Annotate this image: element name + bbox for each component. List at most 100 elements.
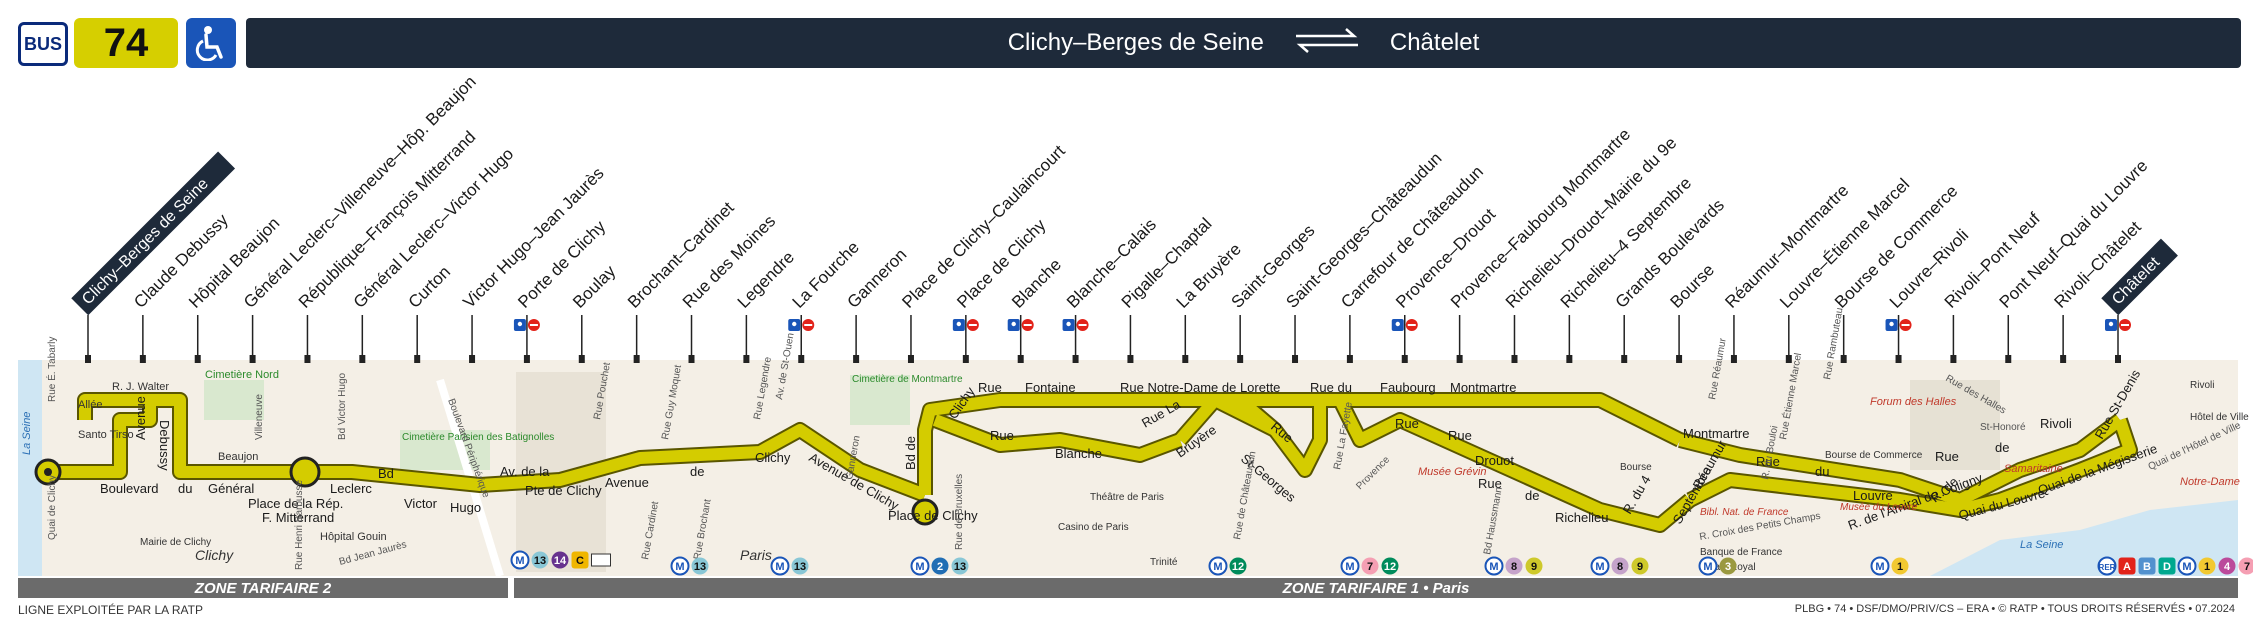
place-label: Bourse de Commerce — [1825, 450, 1923, 461]
terminus-label-bg — [71, 151, 236, 316]
terminus-label-text: Châtelet — [2109, 254, 2164, 309]
place-label: Samaritaine — [2004, 463, 2063, 475]
connection-badge-bg — [2118, 557, 2136, 575]
connection-badge-bg — [1505, 557, 1523, 575]
street-label: Drouot — [1475, 453, 1514, 468]
stop-marker — [1237, 355, 1244, 363]
no-entry-bar — [804, 324, 813, 326]
connection-badge-bg — [2198, 557, 2216, 575]
line-number-badge: 74 — [74, 18, 178, 68]
connection-badge-13: 13 — [791, 557, 809, 575]
connection-badge-bg — [591, 553, 611, 567]
connection-badge-bg — [791, 557, 809, 575]
halles-area — [1910, 380, 2000, 470]
credits: PLBG • 74 • DSF/DMO/PRIV/CS – ERA • © RA… — [1794, 603, 2235, 615]
wheelchair-icon-glyph — [2108, 321, 2114, 327]
stop-marker — [1621, 355, 1628, 363]
connection-badge-4: 4 — [2218, 557, 2236, 575]
street-label: Général — [208, 481, 254, 496]
stop-marker — [1566, 355, 1573, 363]
street-label: Louvre — [1853, 488, 1893, 503]
street-label: Blanche — [1055, 446, 1102, 461]
connection-badge-bg — [931, 557, 949, 575]
connection-badge-bg — [670, 556, 690, 576]
connection-badge-m: M — [2177, 556, 2197, 576]
connection-badge-8: 8 — [1611, 557, 1629, 575]
street-label: F. Mitterrand — [262, 510, 334, 525]
connection-badge-13: 13 — [691, 557, 709, 575]
connection-badge-bg — [1719, 557, 1737, 575]
connection-badge-text: 9 — [1637, 561, 1643, 573]
wheelchair-icon — [1391, 319, 1418, 331]
stop-label: Rue des Moines — [679, 212, 779, 312]
stop-marker — [907, 355, 914, 363]
connection-badge-bg — [770, 556, 790, 576]
connection-badge-text: M — [675, 561, 684, 573]
connection-badge-text: B — [2143, 561, 2151, 573]
wheelchair-icon-glyph — [1395, 321, 1400, 327]
street-label: Rue du — [1310, 380, 1352, 395]
route-fill — [45, 394, 928, 501]
wheelchair-icon-glyph — [1066, 321, 1071, 327]
connection-badge-bg — [531, 551, 549, 569]
street-label: Place de Clichy — [888, 508, 978, 523]
connection-badge-m: M — [1340, 556, 1360, 576]
stop-marker — [1895, 355, 1902, 363]
route-fill — [932, 414, 1183, 461]
place-de-clichy-circle — [911, 498, 939, 526]
street-label: Rue — [978, 380, 1002, 395]
connection-badge-1: 1 — [1891, 557, 1909, 575]
street-label: Rue Notre-Dame de Lorette — [1120, 380, 1280, 395]
no-entry-bar — [1407, 324, 1416, 326]
connection-badge-bg — [2138, 557, 2156, 575]
connection-badge-text: 1 — [1897, 561, 1903, 573]
street-label: Rue — [1935, 449, 1959, 464]
stop-marker — [962, 355, 969, 363]
stop-marker — [139, 355, 146, 363]
connection-badge-bg — [1340, 556, 1360, 576]
connection-badge-text: M — [775, 561, 784, 573]
place-label: R. J. Walter — [112, 381, 169, 393]
connection-badge-7: 7 — [1361, 557, 1379, 575]
connection-badge-bg — [1698, 556, 1718, 576]
street-label: Avenue — [133, 396, 148, 440]
connection-badge-bg — [2097, 556, 2117, 576]
stop-marker — [1456, 355, 1463, 363]
no-entry-bar — [968, 324, 977, 326]
seine-east — [1930, 500, 2238, 576]
terminus-label-bg — [2101, 238, 2178, 316]
connection-badge-text: M — [1345, 561, 1354, 573]
park-montmartre — [850, 375, 910, 425]
street-label: Boulevard — [100, 481, 159, 496]
place-label: Rue É. Tabarly — [45, 337, 58, 402]
street-label: de — [690, 464, 704, 479]
place-label: Cimetière Parisien des Batignolles — [402, 432, 554, 443]
connection-badge-text: 13 — [694, 561, 706, 573]
route-fill — [1678, 415, 2124, 506]
stop-marker — [1950, 355, 1957, 363]
place-label: Notre-Dame — [2180, 476, 2240, 488]
connection-badge-text: A — [2123, 561, 2131, 573]
stop-marker — [2060, 355, 2067, 363]
street-label: du — [178, 481, 192, 496]
park-batignolles — [400, 430, 490, 470]
connection-badge-m: M — [1208, 556, 1228, 576]
place-label: Quai de Clichy — [47, 475, 58, 540]
stop-marker — [523, 355, 530, 363]
place-label: Forum des Halles — [1870, 396, 1957, 408]
connection-badge-12: 12 — [1229, 557, 1247, 575]
accessibility-icons — [513, 319, 2131, 331]
zone-tarifaire-1: ZONE TARIFAIRE 1 • Paris — [514, 578, 2238, 598]
stop-ticks — [85, 315, 2121, 363]
stop-marker — [2115, 355, 2121, 363]
place-label: Bibl. Nat. de France — [1700, 507, 1789, 518]
street-label: Fontaine — [1025, 380, 1076, 395]
route-fill — [1687, 418, 2136, 516]
connection-badge-8: 8 — [1505, 557, 1523, 575]
place-label: Hôpital Gouin — [320, 531, 387, 543]
connection-badge-bg — [2177, 556, 2197, 576]
place-label: Allée — [78, 399, 102, 411]
place-label: Trinité — [1150, 557, 1178, 568]
